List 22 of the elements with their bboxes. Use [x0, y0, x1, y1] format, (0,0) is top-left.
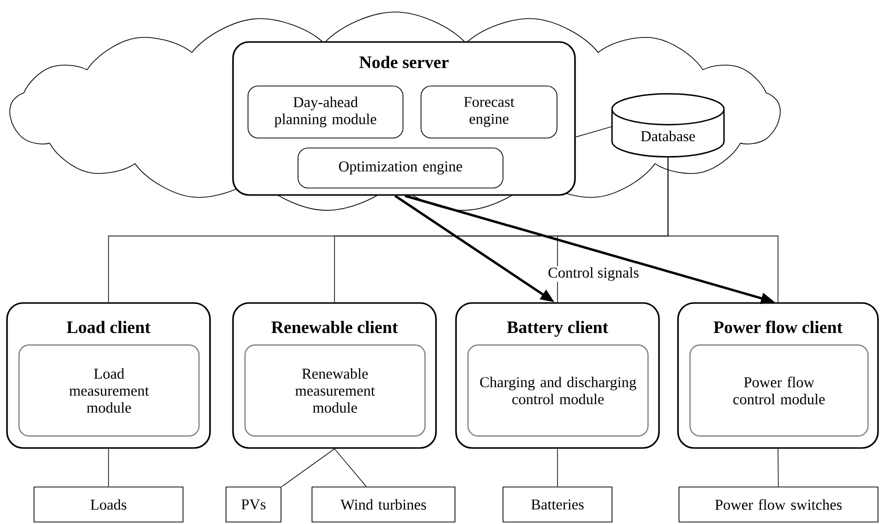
module-box: Optimization engine	[298, 148, 504, 188]
connector-line	[778, 448, 779, 487]
module-box: Power flow control module	[689, 344, 869, 437]
connector-line	[557, 448, 558, 487]
module-box: Forecast engine	[420, 86, 558, 138]
connector-line	[575, 126, 612, 138]
module-box: Charging and discharging control module	[467, 344, 649, 437]
edge-label: Control signals	[546, 266, 640, 282]
module-box: Day-ahead planning module	[248, 86, 404, 138]
connector-line	[108, 448, 109, 487]
connector-line	[282, 448, 335, 487]
cloud-shape	[9, 12, 781, 211]
module-box: Load measurement module	[18, 344, 200, 437]
database-cylinder: Database	[611, 93, 725, 158]
device-box: Power flow switches	[678, 486, 878, 522]
device-box: Batteries	[502, 486, 612, 522]
device-box: Wind turbines	[312, 486, 456, 522]
device-box: Loads	[34, 486, 184, 522]
device-box: PVs	[226, 486, 282, 522]
module-box: Renewable measurement module	[244, 344, 426, 437]
connector-line	[668, 157, 778, 303]
connector-line	[334, 448, 367, 487]
